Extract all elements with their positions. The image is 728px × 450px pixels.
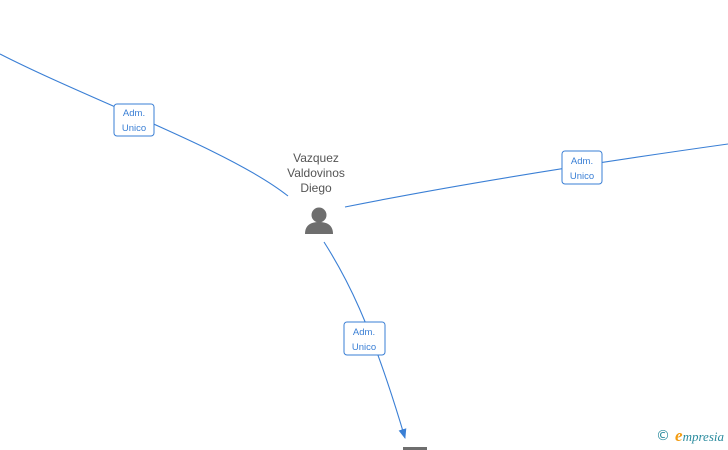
edge-label-line-1: Adm. <box>571 156 593 167</box>
brand-initial: e <box>675 426 683 445</box>
brand-watermark: © empresia <box>656 426 724 446</box>
edge-top-left[interactable]: Adm. Unico <box>0 53 289 197</box>
copyright-icon: © <box>656 428 671 444</box>
brand-logo: empresia <box>675 426 724 446</box>
edge-label-line-2: Unico <box>122 123 146 134</box>
edge-top-left-label[interactable]: Adm. Unico <box>113 103 155 137</box>
person-node[interactable]: Vazquez Valdovinos Diego <box>287 151 345 234</box>
brand-name: mpresia <box>682 429 724 444</box>
edge-right-label[interactable]: Adm. Unico <box>561 150 603 185</box>
edge-label-line-1: Adm. <box>353 327 375 338</box>
edge-top-left-line <box>0 53 289 197</box>
offscreen-node-icon <box>403 447 427 450</box>
edge-right-line <box>344 143 728 208</box>
person-name-line-3: Diego <box>300 181 332 195</box>
person-name-line-2: Valdovinos <box>287 166 345 180</box>
edge-right[interactable]: Adm. Unico <box>344 143 728 208</box>
person-icon <box>305 207 333 234</box>
edge-bottom-label[interactable]: Adm. Unico <box>343 321 386 356</box>
person-name-line-1: Vazquez <box>293 151 339 165</box>
edge-bottom-line <box>323 241 407 439</box>
edge-bottom[interactable]: Adm. Unico <box>323 241 407 439</box>
edge-label-line-1: Adm. <box>123 108 145 119</box>
edge-label-line-2: Unico <box>352 342 376 353</box>
edge-label-line-2: Unico <box>570 171 594 182</box>
